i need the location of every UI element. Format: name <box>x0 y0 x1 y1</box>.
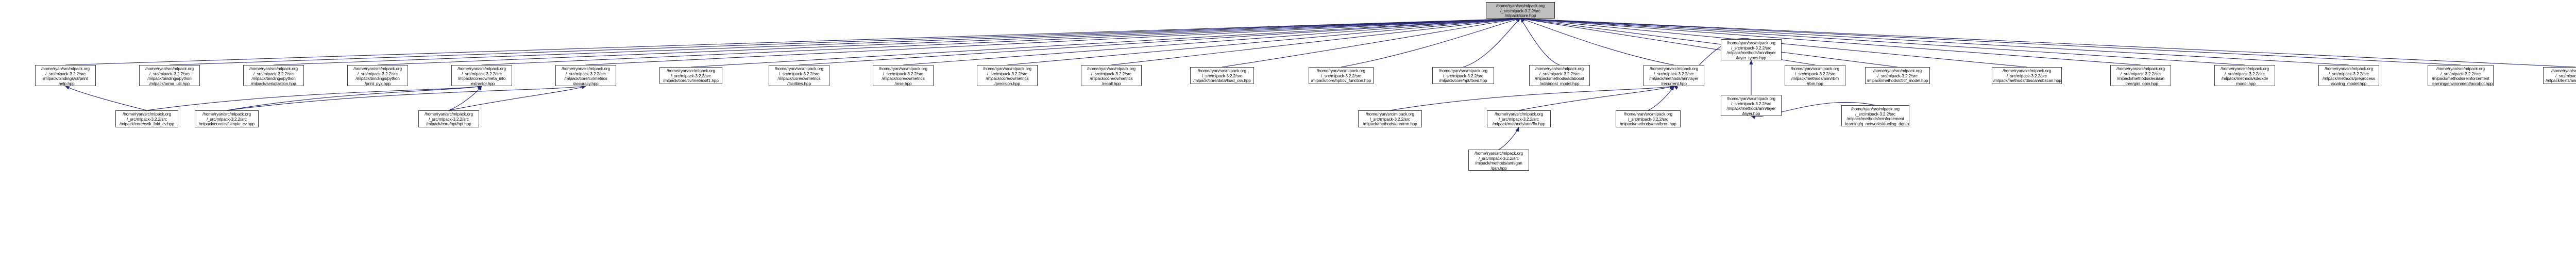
root-node[interactable]: /home/ryan/src/mlpack.org /_src/mlpack-3… <box>1486 2 1555 19</box>
graph-edge <box>1520 17 2349 65</box>
graph-edge <box>1520 17 1898 68</box>
graph-node[interactable]: /home/ryan/src/mlpack.org /_src/mlpack-3… <box>1432 67 1494 84</box>
graph-node[interactable]: /home/ryan/src/mlpack.org /_src/mlpack-3… <box>555 65 616 86</box>
graph-edge <box>1463 18 1521 68</box>
graph-edge <box>448 86 586 111</box>
graph-node[interactable]: /home/ryan/src/mlpack.org /_src/mlpack-3… <box>1992 67 2062 84</box>
graph-node[interactable]: /home/ryan/src/mlpack.org /_src/mlpack-3… <box>1721 39 1782 60</box>
graph-node[interactable]: /home/ryan/src/mlpack.org /_src/mlpack-3… <box>659 67 722 84</box>
graph-edge <box>1111 17 1521 65</box>
graph-edge <box>1389 85 1674 111</box>
graph-node[interactable]: /home/ryan/src/mlpack.org /_src/mlpack-3… <box>195 110 259 127</box>
graph-edge <box>903 17 1521 65</box>
graph-node[interactable]: /home/ryan/src/mlpack.org /_src/mlpack-3… <box>1865 67 1930 84</box>
graph-node[interactable]: /home/ryan/src/mlpack.org /_src/mlpack-3… <box>139 65 200 86</box>
graph-edge <box>799 17 1521 65</box>
graph-edge <box>169 17 1521 65</box>
graph-edge <box>1520 17 2576 68</box>
graph-node[interactable]: /home/ryan/src/mlpack.org /_src/mlpack-3… <box>1785 65 1845 86</box>
graph-node[interactable]: /home/ryan/src/mlpack.org /_src/mlpack-3… <box>451 65 512 86</box>
graph-node[interactable]: /home/ryan/src/mlpack.org /_src/mlpack-3… <box>2214 65 2275 86</box>
graph-edge <box>1648 86 1674 111</box>
graph-edge <box>65 86 147 111</box>
graph-node[interactable]: /home/ryan/src/mlpack.org /_src/mlpack-3… <box>1468 150 1529 171</box>
graph-edge <box>1498 127 1519 150</box>
graph-node[interactable]: /home/ryan/src/mlpack.org /_src/mlpack-3… <box>35 65 96 86</box>
graph-node[interactable]: /home/ryan/src/mlpack.org /_src/mlpack-3… <box>1616 110 1681 127</box>
graph-node[interactable]: /home/ryan/src/mlpack.org /_src/mlpack-3… <box>1643 65 1704 86</box>
graph-node[interactable]: /home/ryan/src/mlpack.org /_src/mlpack-3… <box>1358 110 1422 127</box>
graph-edge <box>226 85 586 111</box>
graph-node[interactable]: /home/ryan/src/mlpack.org /_src/mlpack-3… <box>873 65 934 86</box>
graph-node[interactable]: /home/ryan/src/mlpack.org /_src/mlpack-3… <box>2318 65 2379 86</box>
graph-edge <box>1520 18 1560 65</box>
graph-edge <box>226 85 482 111</box>
graph-edge <box>448 86 482 111</box>
graph-node[interactable]: /home/ryan/src/mlpack.org /_src/mlpack-3… <box>1841 105 1909 126</box>
graph-node[interactable]: /home/ryan/src/mlpack.org /_src/mlpack-3… <box>769 65 829 86</box>
graph-edge <box>1222 17 1521 68</box>
graph-node[interactable]: /home/ryan/src/mlpack.org /_src/mlpack-3… <box>2110 65 2171 86</box>
graph-node[interactable]: /home/ryan/src/mlpack.org /_src/mlpack-3… <box>1081 65 1142 86</box>
graph-edge <box>65 17 1521 65</box>
graph-edge <box>1007 17 1521 65</box>
graph-edge <box>1520 17 2461 65</box>
graph-edge <box>690 17 1521 68</box>
graph-edge <box>481 17 1521 65</box>
graph-edge <box>1518 85 1674 111</box>
graph-node[interactable]: /home/ryan/src/mlpack.org /_src/mlpack-3… <box>1309 67 1374 84</box>
graph-node[interactable]: /home/ryan/src/mlpack.org /_src/mlpack-3… <box>977 65 1038 86</box>
graph-node[interactable]: /home/ryan/src/mlpack.org /_src/mlpack-3… <box>243 65 304 86</box>
graph-node[interactable]: /home/ryan/src/mlpack.org /_src/mlpack-3… <box>1721 95 1782 116</box>
graph-node[interactable]: /home/ryan/src/mlpack.org /_src/mlpack-3… <box>1487 110 1551 127</box>
graph-node[interactable]: /home/ryan/src/mlpack.org /_src/mlpack-3… <box>1190 67 1254 84</box>
graph-edge <box>146 85 482 111</box>
graph-edge <box>377 17 1521 65</box>
graph-edge <box>1520 17 2245 65</box>
graph-node[interactable]: /home/ryan/src/mlpack.org /_src/mlpack-3… <box>1529 65 1590 86</box>
graph-node[interactable]: /home/ryan/src/mlpack.org /_src/mlpack-3… <box>2428 65 2494 86</box>
graph-edge <box>1341 18 1521 68</box>
graph-edge <box>1520 18 1674 65</box>
graph-edge <box>273 17 1521 65</box>
graph-edge <box>1520 17 2141 65</box>
graph-node[interactable]: /home/ryan/src/mlpack.org /_src/mlpack-3… <box>115 110 178 127</box>
graph-edge <box>585 17 1521 65</box>
graph-node[interactable]: /home/ryan/src/mlpack.org /_src/mlpack-3… <box>2543 67 2576 84</box>
graph-node[interactable]: /home/ryan/src/mlpack.org /_src/mlpack-3… <box>347 65 408 86</box>
graph-node[interactable]: /home/ryan/src/mlpack.org /_src/mlpack-3… <box>418 110 479 127</box>
